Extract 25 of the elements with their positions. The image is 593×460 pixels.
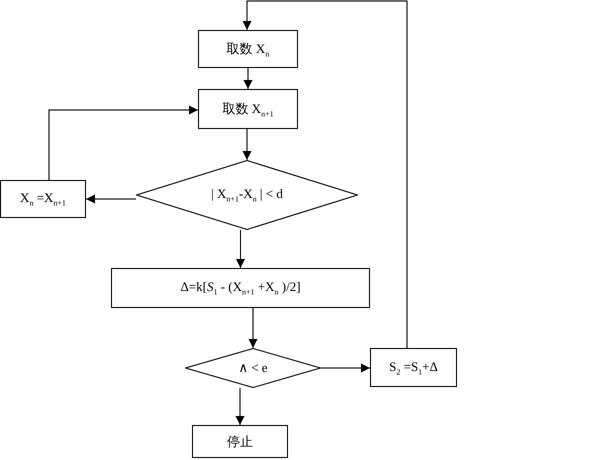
arrow [86,194,136,204]
arrow [242,0,408,348]
process-box [198,89,298,129]
decision-diamond [185,348,321,388]
process-box [192,425,288,458]
arrow [236,388,244,426]
decision-diamond [136,160,358,230]
process-box [111,268,370,308]
arrow [244,68,252,90]
arrow [320,364,370,372]
arrow [248,308,258,348]
node-label: ∧ < e [238,360,268,376]
process-box [198,30,298,68]
node-label: S$_{2}$ =S$_{1}$+Δ [389,358,438,376]
arrow [48,106,198,180]
arrow [236,230,245,268]
node-label: Δ=k[S$_{1}$ - (X$_{n+1}$ +X$_{n}$ )/2] [180,279,301,297]
node-label: 停止 [227,432,253,450]
node-label: 取数 X$_{n}$ [226,40,270,58]
node-label: X$_{n}$ =X$_{n+1}$ [20,190,66,208]
process-box [370,348,457,387]
arrow [242,128,252,160]
node-label: | X$_{n+1}$-X$_{n}$ | < d [211,186,283,204]
node-label: 取数 X$_{n+1}$ [222,100,274,118]
process-box [0,180,86,218]
